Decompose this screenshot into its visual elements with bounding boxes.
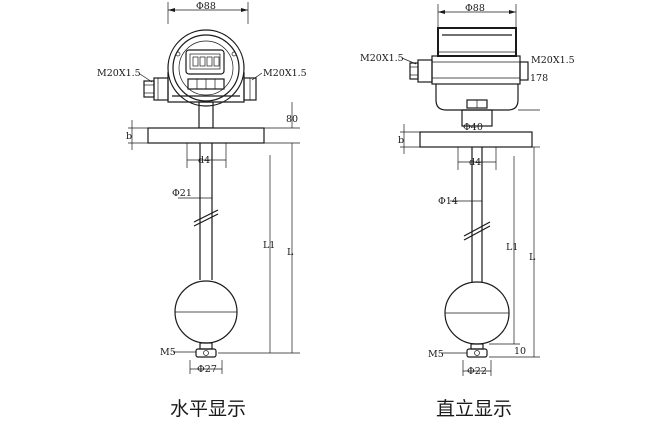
right-dim-d4-label: d4 <box>469 157 481 168</box>
left-housing <box>167 29 245 107</box>
right-gland-left <box>409 59 433 83</box>
left-gland-right <box>243 77 257 101</box>
right-dim-height-label: 178 <box>530 73 548 84</box>
left-dim-height-label: 80 <box>286 114 298 125</box>
right-dim-flange: b <box>398 124 420 154</box>
left-dim-height: 80 <box>264 102 300 129</box>
right-dim-top: Φ88 <box>437 3 517 28</box>
right-dim-d4: d4 <box>457 147 497 170</box>
left-dim-top-label: Φ88 <box>196 1 216 12</box>
left-dim-rod: Φ21 <box>172 188 212 199</box>
right-dim-bottom: Φ22 <box>462 360 492 377</box>
left-thread-left-label: M20X1.5 <box>97 68 141 79</box>
right-dim-bottom-label: Φ22 <box>467 366 487 377</box>
left-dim-rod-label: Φ21 <box>172 188 192 199</box>
right-dim-rod-label: Φ14 <box>438 196 458 207</box>
right-dim-lengths: L1 L 10 <box>489 146 540 358</box>
left-gland-left <box>143 77 169 101</box>
right-thread-right-label: M20X1.5 <box>531 55 575 66</box>
right-dim-top-label: Φ88 <box>465 3 485 14</box>
right-thread-left-label: M20X1.5 <box>360 53 404 64</box>
left-m5-label: M5 <box>160 347 176 358</box>
right-caption: 直立显示 <box>436 398 512 420</box>
right-view: Φ88 M20X1.5 M20X1.5 178 <box>360 3 575 420</box>
right-dim-rod: Φ14 <box>438 196 482 207</box>
left-dim-d4-label: d4 <box>198 155 210 166</box>
left-view: Φ88 <box>97 1 307 420</box>
right-dim-flange-label: b <box>398 135 404 146</box>
left-caption: 水平显示 <box>170 398 246 420</box>
right-dim-bottom-h-label: 10 <box>514 346 526 357</box>
left-lcd-digits <box>192 56 220 67</box>
left-dim-flange-label: b <box>126 131 132 142</box>
left-dim-flange: b <box>126 120 148 150</box>
left-dim-l1-label: L1 <box>263 240 275 251</box>
right-gland-right <box>519 61 529 81</box>
left-dim-bottom: Φ27 <box>189 360 223 375</box>
left-thread-right-label: M20X1.5 <box>263 68 307 79</box>
right-housing <box>431 27 521 111</box>
left-dim-top: Φ88 <box>167 1 249 24</box>
right-dim-l-label: L <box>529 252 536 263</box>
left-dim-d4: d4 <box>186 143 227 168</box>
right-dim-l1-label: L1 <box>506 242 518 253</box>
left-dim-lengths: L1 L <box>218 142 300 354</box>
right-dim-height: 178 <box>518 73 548 111</box>
right-m5-label: M5 <box>428 349 444 360</box>
left-dim-l-label: L <box>287 247 294 258</box>
right-dim-neck-label: Φ40 <box>463 122 483 133</box>
left-dim-bottom-label: Φ27 <box>197 364 217 375</box>
